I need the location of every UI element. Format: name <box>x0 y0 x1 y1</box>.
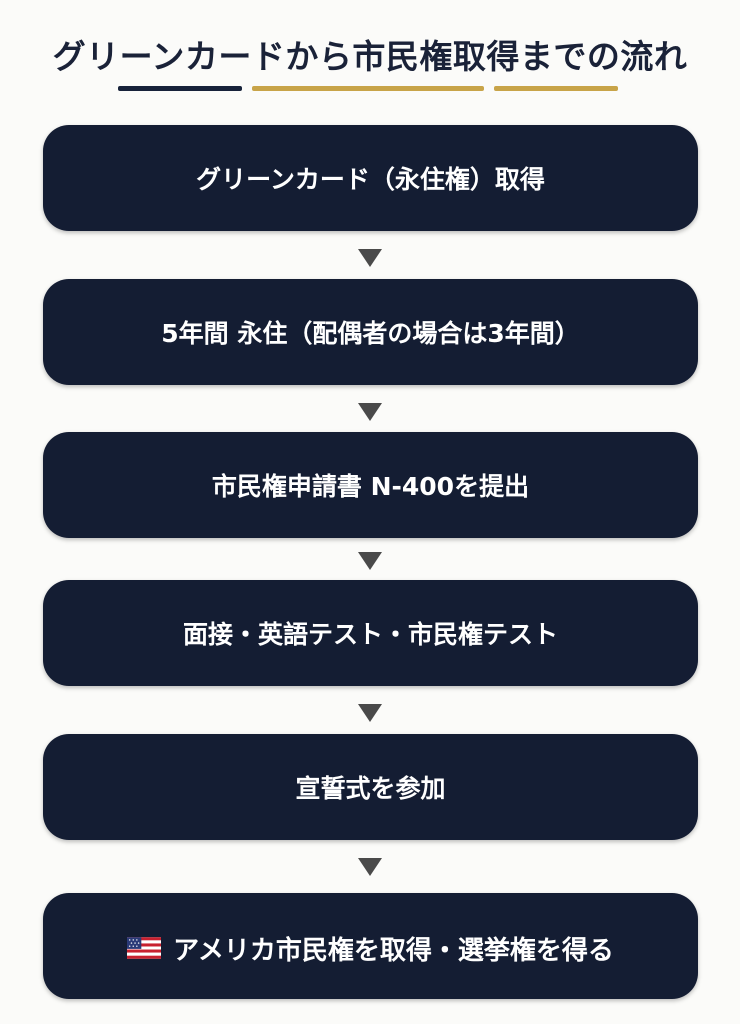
down-arrow-icon <box>358 858 382 876</box>
step-green-card: グリーンカード（永住権）取得 <box>43 125 698 231</box>
step-interview-tests: 面接・英語テスト・市民権テスト <box>43 580 698 686</box>
down-arrow-icon <box>358 552 382 570</box>
down-arrow-icon <box>358 403 382 421</box>
step-label: 市民権申請書 N-400を提出 <box>211 472 530 501</box>
step-label: 宣誓式を参加 <box>295 774 446 803</box>
final-step-line: アメリカ市民権を取得・選挙権を得る <box>127 930 614 967</box>
title-underline-gold-right <box>494 86 618 91</box>
title-underline-navy <box>118 86 242 91</box>
step-n400-application: 市民権申請書 N-400を提出 <box>43 432 698 538</box>
step-label: グリーンカード（永住権）取得 <box>196 165 545 194</box>
step-label: 5年間 永住（配偶者の場合は3年間） <box>161 319 580 348</box>
step-label: 面接・英語テスト・市民権テスト <box>182 620 558 649</box>
step-label: アメリカ市民権を取得・選挙権を得る <box>173 935 614 966</box>
step-oath-ceremony: 宣誓式を参加 <box>43 734 698 840</box>
page-title: グリーンカードから市民権取得までの流れ <box>52 37 688 76</box>
us-flag-icon <box>127 937 162 959</box>
title-underline-gold <box>252 86 484 91</box>
down-arrow-icon <box>358 249 382 267</box>
step-residency-period: 5年間 永住（配偶者の場合は3年間） <box>43 279 698 385</box>
step-citizenship-obtained: アメリカ市民権を取得・選挙権を得る <box>43 893 698 999</box>
down-arrow-icon <box>358 704 382 722</box>
